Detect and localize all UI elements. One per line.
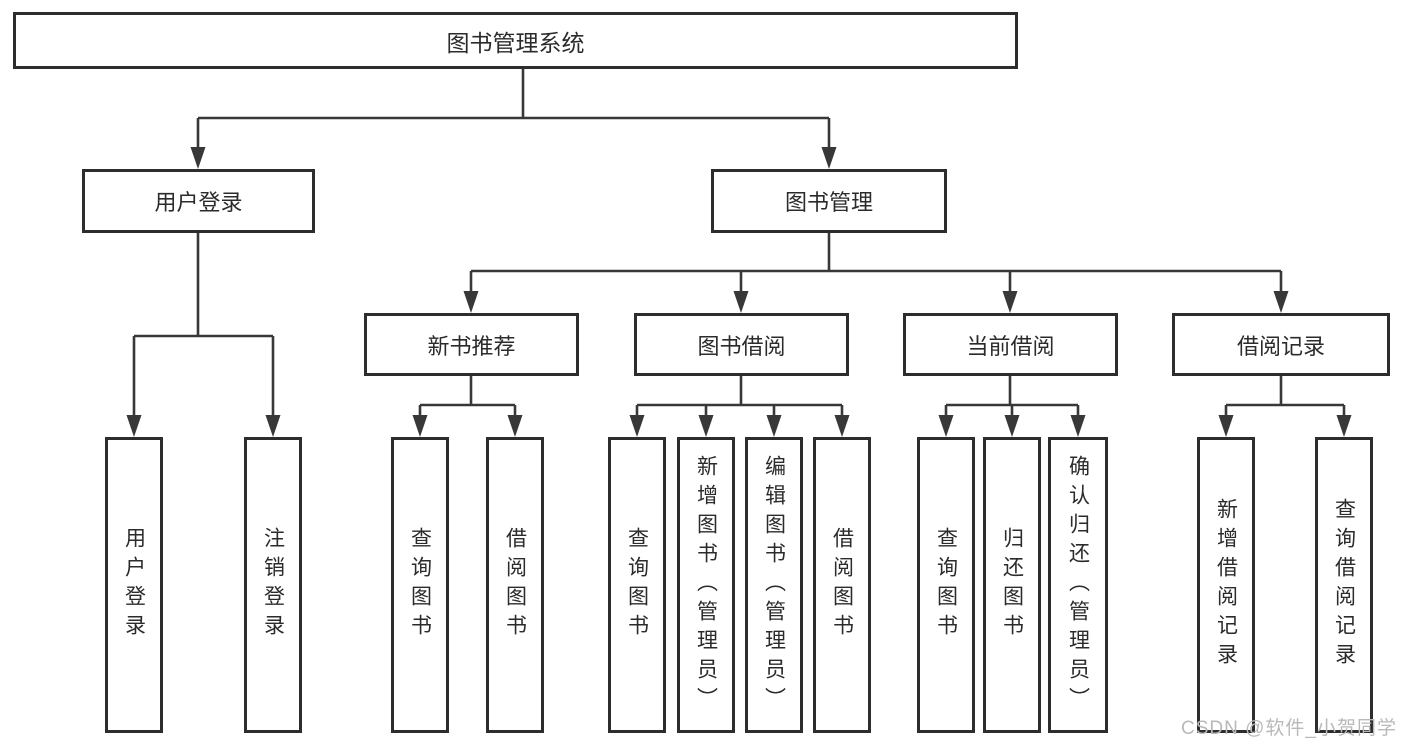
arrow-icon [629,415,645,437]
arrowheads [126,147,1352,437]
arrow-icon [834,415,850,437]
leaf-logout: 注销登录 [244,437,302,733]
arrow-icon [265,415,281,437]
arrow-icon [1218,415,1234,437]
arrow-icon [1336,415,1352,437]
arrow-icon [733,291,749,313]
arrow-icon [412,415,428,437]
leaf-edit-book-admin: 编辑图书（管理员） [745,437,803,733]
leaf-borrow-book-1: 借阅图书 [486,437,544,733]
leaf-return-book: 归还图书 [983,437,1041,733]
leaf-user-login: 用户登录 [105,437,163,733]
leaf-query-book-2: 查询图书 [608,437,666,733]
leaf-add-borrow-record: 新增借阅记录 [1197,437,1255,733]
node-borrow-record: 借阅记录 [1172,313,1390,376]
arrow-icon [1004,415,1020,437]
arrow-icon [1070,415,1086,437]
arrow-icon [1002,291,1018,313]
arrow-icon [190,147,206,169]
arrow-icon [938,415,954,437]
arrow-icon [821,147,837,169]
leaf-add-book-admin: 新增图书（管理员） [677,437,735,733]
arrow-icon [126,415,142,437]
leaf-confirm-return-admin: 确认归还（管理员） [1048,437,1108,733]
leaf-query-borrow-record: 查询借阅记录 [1315,437,1373,733]
node-current-borrow: 当前借阅 [903,313,1118,376]
arrow-icon [766,415,782,437]
arrow-icon [507,415,523,437]
arrow-icon [1273,291,1289,313]
leaf-borrow-book-2: 借阅图书 [813,437,871,733]
arrow-icon [698,415,714,437]
csdn-watermark: CSDN @软件_小贺同学 [1181,718,1397,739]
node-new-book-recommend: 新书推荐 [364,313,579,376]
node-library-management-system: 图书管理系统 [13,12,1018,69]
leaf-query-book-3: 查询图书 [917,437,975,733]
node-book-borrow: 图书借阅 [634,313,849,376]
node-book-management: 图书管理 [711,169,947,233]
leaf-query-book-1: 查询图书 [391,437,449,733]
node-user-login: 用户登录 [82,169,315,233]
arrow-icon [463,291,479,313]
